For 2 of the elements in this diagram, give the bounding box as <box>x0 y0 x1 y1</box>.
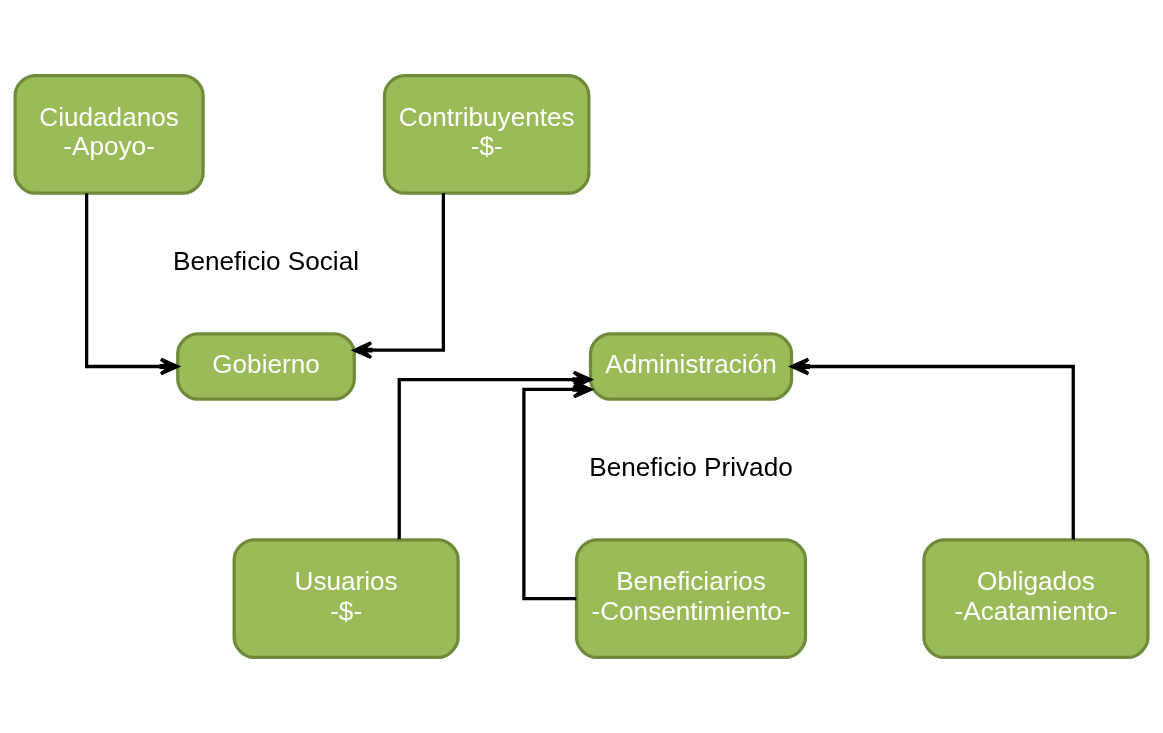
label: Beneficio Privado <box>589 451 793 482</box>
label: Beneficio Social <box>173 245 360 276</box>
